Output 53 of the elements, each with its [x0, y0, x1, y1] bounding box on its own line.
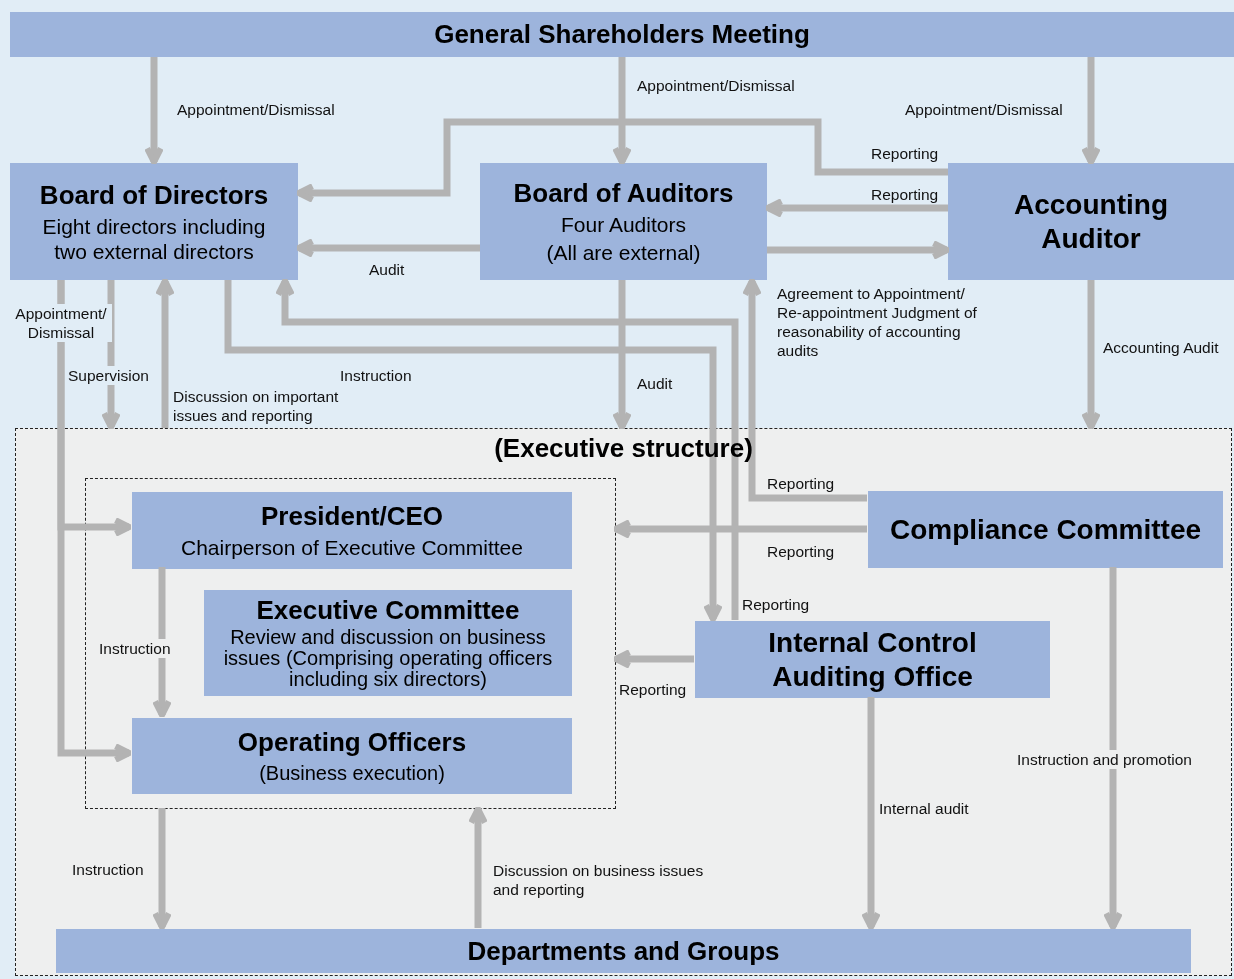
section-heading: (Executive structure) — [494, 433, 753, 464]
box-title: Board of Directors — [39, 179, 269, 211]
org-box — [695, 621, 1050, 698]
box-title: Internal Control Auditing Office — [767, 625, 978, 694]
box-title: Accounting Auditor — [1013, 187, 1169, 256]
edge-label: Supervision — [68, 366, 149, 385]
arrow — [612, 649, 694, 669]
note-text: Agreement to Appointment/ Re-appointment Judgment of reasonability of accounting audits — [777, 284, 978, 360]
arrow — [612, 280, 632, 431]
arrow — [1103, 567, 1123, 931]
arrow — [612, 519, 867, 539]
org-box — [132, 718, 572, 794]
group-frame — [85, 478, 616, 809]
box-text: Chairperson of Executive Committee — [181, 535, 523, 560]
org-box — [10, 163, 298, 280]
arrow — [57, 280, 133, 763]
org-box — [10, 12, 1234, 57]
edge-label: Instruction and promotion — [1017, 750, 1192, 769]
arrow — [155, 277, 175, 428]
org-box — [204, 590, 572, 696]
arrow — [742, 277, 867, 502]
arrow — [468, 805, 488, 928]
arrow — [767, 240, 951, 260]
arrow — [101, 280, 121, 431]
box-title: President/CEO — [260, 501, 444, 532]
arrow — [144, 57, 164, 166]
box-title: Executive Committee — [256, 596, 520, 624]
org-box — [480, 163, 767, 280]
org-box — [868, 491, 1223, 568]
box-text: Four Auditors — [561, 212, 686, 237]
section-panel — [15, 428, 1232, 976]
arrow — [1081, 57, 1101, 166]
arrow — [861, 697, 881, 931]
box-text: (Business execution) — [259, 761, 445, 785]
org-box — [56, 929, 1191, 973]
arrow — [1081, 280, 1101, 431]
org-box — [132, 492, 572, 569]
org-box — [948, 163, 1234, 280]
box-title: Departments and Groups — [467, 935, 780, 967]
box-text: Review and discussion on business issues (Comprising operating officers including six directors) — [222, 627, 554, 690]
box-text: (All are external) — [546, 240, 701, 265]
arrow — [152, 567, 172, 719]
box-title: Operating Officers — [237, 727, 467, 758]
arrow — [295, 238, 480, 258]
arrow — [764, 198, 948, 218]
box-title: Board of Auditors — [513, 178, 734, 209]
box-text: Eight directors including two external directors — [41, 213, 267, 264]
box-title: General Shareholders Meeting — [434, 19, 810, 50]
arrow — [295, 118, 948, 203]
box-title: Compliance Committee — [889, 512, 1202, 547]
edge-label: Instruction — [99, 639, 171, 658]
arrow — [152, 808, 172, 931]
arrow — [612, 57, 632, 166]
